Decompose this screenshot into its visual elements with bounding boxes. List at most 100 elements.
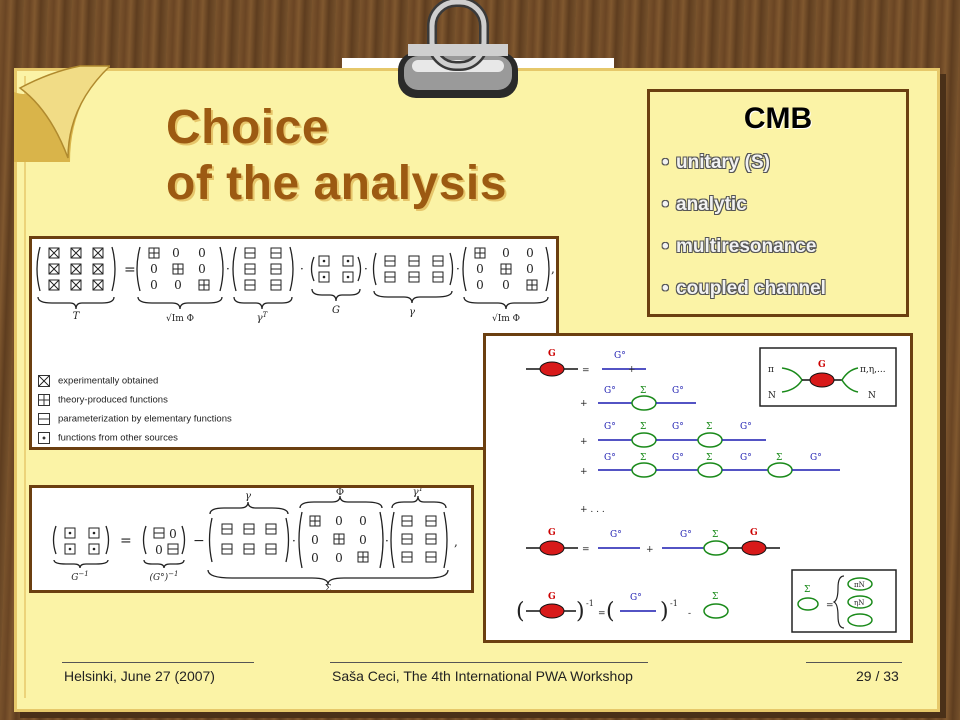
legend-other-sources: functions from other sources <box>38 432 178 444</box>
svg-text:0: 0 <box>198 246 206 260</box>
dyson-series-diagram: G = G° + + G° Σ G° + G° Σ G° Σ G° <box>516 347 897 633</box>
label-T: T <box>73 311 81 322</box>
svg-text:G°: G° <box>604 453 616 463</box>
svg-text:G°: G° <box>810 453 822 463</box>
svg-text:(: ( <box>606 599 615 624</box>
svg-text:Σ: Σ <box>712 592 718 602</box>
footer-page-number: 29 / 33 <box>856 668 899 684</box>
svg-text:G°: G° <box>672 386 684 396</box>
svg-text:(: ( <box>516 599 525 624</box>
footer-author-event: Saša Ceci, The 4th International PWA Wor… <box>332 668 633 684</box>
svg-text:=: = <box>598 609 606 619</box>
cmb-list-item: •analytic <box>662 194 747 215</box>
cmb-list-item: •unitary (S) <box>662 152 770 173</box>
svg-text:0: 0 <box>476 278 484 292</box>
svg-text:+: + <box>580 437 588 447</box>
svg-text:=: = <box>826 601 834 611</box>
svg-text:G: G <box>750 528 758 538</box>
label-sqrt-im-phi-2: √Im Φ <box>492 313 520 324</box>
cmb-heading: CMB <box>743 102 813 135</box>
svg-text:+ . . .: + . . . <box>580 505 605 515</box>
svg-text:G: G <box>818 360 826 370</box>
svg-text:Σ: Σ <box>706 422 712 432</box>
page-curl-icon <box>14 65 110 162</box>
cmb-list: •unitary (S) •analytic •multiresonance •… <box>650 142 906 310</box>
legend-parameterization: parameterization by elementary functions <box>38 413 232 425</box>
svg-text:G−1: G−1 <box>71 570 89 583</box>
svg-text:·: · <box>292 534 296 548</box>
svg-text:-1: -1 <box>586 599 594 608</box>
svg-text:0: 0 <box>198 262 206 276</box>
label-G: G <box>332 305 340 316</box>
svg-text:0: 0 <box>311 551 319 565</box>
svg-text:·: · <box>300 262 304 276</box>
dyson-diagram-panel: G = G° + + G° Σ G° + G° Σ G° Σ G° <box>483 333 913 643</box>
svg-text:0: 0 <box>502 246 510 260</box>
cmb-list-item: •coupled channel <box>662 278 826 299</box>
svg-text:G°: G° <box>740 422 752 432</box>
svg-text:−: − <box>193 533 205 549</box>
svg-text:G°: G° <box>680 530 692 540</box>
svg-text:0: 0 <box>150 262 158 276</box>
svg-text:Σ: Σ <box>776 453 782 463</box>
svg-text:π: π <box>768 365 774 375</box>
svg-text:Σ: Σ <box>804 585 810 595</box>
svg-text:(G°)−1: (G°)−1 <box>149 570 178 583</box>
svg-text:=: = <box>582 366 590 376</box>
label-gamma: γ <box>409 307 415 318</box>
footer-location-date: Helsinki, June 27 (2007) <box>64 668 215 684</box>
slide-title-line-2: of the analysis <box>166 157 507 210</box>
clipboard-clip-icon <box>398 0 518 98</box>
svg-text:γT: γT <box>413 488 425 498</box>
svg-text:0: 0 <box>359 533 367 547</box>
slide-title: Choice of the analysis <box>166 100 507 212</box>
svg-text:π,η,...: π,η,... <box>860 365 886 375</box>
svg-text:+: + <box>580 467 588 477</box>
svg-text:0: 0 <box>359 514 367 528</box>
cmb-list-item: •multiresonance <box>662 236 817 257</box>
svg-text:G: G <box>548 349 556 359</box>
svg-text:0: 0 <box>174 278 182 292</box>
svg-text:N: N <box>868 391 876 401</box>
svg-text:0: 0 <box>526 262 534 276</box>
svg-text:G°: G° <box>672 453 684 463</box>
svg-text:·: · <box>456 262 460 276</box>
svg-text:0: 0 <box>172 246 180 260</box>
svg-text:Σ: Σ <box>640 386 646 396</box>
svg-text:=: = <box>120 533 132 549</box>
svg-text:+: + <box>580 399 588 409</box>
svg-text:G: G <box>548 592 556 602</box>
svg-text:G°: G° <box>672 422 684 432</box>
svg-text:-: - <box>688 609 691 619</box>
svg-text:G°: G° <box>630 593 642 603</box>
svg-text:G°: G° <box>604 386 616 396</box>
svg-text:Σ: Σ <box>325 584 331 592</box>
slide-title-line-1: Choice <box>166 101 330 154</box>
svg-text:N: N <box>768 391 776 401</box>
svg-text:0: 0 <box>150 278 158 292</box>
svg-text:G°: G° <box>740 453 752 463</box>
svg-text:0: 0 <box>526 246 534 260</box>
svg-text:,: , <box>551 262 555 276</box>
svg-text:Σ: Σ <box>712 530 718 540</box>
svg-text:·: · <box>364 262 368 276</box>
svg-text:0: 0 <box>155 543 163 557</box>
svg-text:,: , <box>454 535 458 549</box>
svg-text:): ) <box>660 599 669 624</box>
svg-text:0: 0 <box>476 262 484 276</box>
label-sqrt-im-phi: √Im Φ <box>166 313 194 324</box>
svg-text:0: 0 <box>169 527 177 541</box>
svg-text:G°: G° <box>610 530 622 540</box>
cmb-properties-box: CMB •unitary (S) •analytic •multiresonan… <box>647 89 909 317</box>
svg-text:+: + <box>646 545 654 555</box>
svg-text:γT: γT <box>257 311 269 324</box>
svg-text:): ) <box>576 599 585 624</box>
svg-text:·: · <box>385 534 389 548</box>
svg-text:Φ: Φ <box>336 488 344 498</box>
svg-text:G: G <box>548 528 556 538</box>
svg-text:·: · <box>226 262 230 276</box>
svg-text:0: 0 <box>335 551 343 565</box>
svg-text:=: = <box>124 262 136 278</box>
